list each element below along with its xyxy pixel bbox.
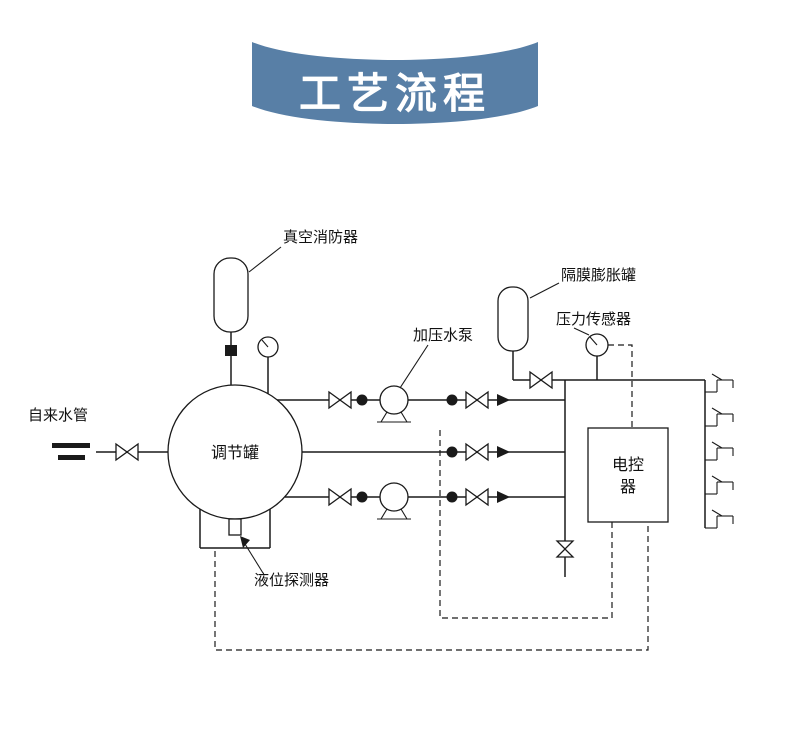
pump-line-top — [277, 385, 565, 423]
pressure-sensor: 压力传感器 — [556, 311, 633, 428]
gauge-needle — [261, 339, 269, 348]
regulating-tank-label: 调节罐 — [211, 444, 259, 462]
level-detector-label: 液位探测器 — [254, 572, 329, 589]
gate-valve — [475, 487, 489, 507]
level-detector-leader-line — [244, 543, 264, 574]
drain-valve — [555, 540, 575, 550]
gauge-needle — [589, 336, 598, 346]
pipe-joint-dot — [446, 394, 458, 406]
vacuum-breaker-leader-line — [248, 246, 282, 273]
level-detector-probe — [228, 518, 242, 536]
faucet-2 — [705, 407, 734, 427]
pump-symbol — [379, 482, 409, 512]
pressure-sensor-leader-line — [573, 327, 590, 336]
gate-valve — [328, 390, 342, 410]
pipe-joint-dot — [446, 446, 458, 458]
gate-valve — [539, 370, 553, 390]
expansion-tank-leader-line — [529, 282, 560, 299]
gate-valve — [465, 487, 479, 507]
faucet-1 — [705, 373, 734, 393]
gate-valve — [115, 442, 129, 462]
inline-valve — [225, 345, 237, 356]
controller-box — [587, 427, 669, 523]
faucet-4 — [705, 475, 734, 495]
pump-leg — [380, 411, 388, 423]
faucet-handle — [711, 475, 723, 483]
pressure-sensor-label: 压力传感器 — [556, 311, 631, 328]
gate-valve — [529, 370, 543, 390]
level-control-wire — [214, 522, 649, 651]
gate-valve — [465, 390, 479, 410]
pump-leg — [400, 411, 408, 423]
banner-ribbon — [252, 42, 538, 124]
gate-valve — [465, 442, 479, 462]
pump-symbol — [379, 385, 409, 415]
gate-valve — [338, 390, 352, 410]
tank-gauge — [257, 336, 279, 394]
pressure-signal-wire — [608, 344, 633, 428]
gate-valve — [338, 487, 352, 507]
booster-pump-callout: 加压水泵 — [399, 327, 473, 389]
tap-water-label: 自来水管 — [28, 407, 88, 424]
vacuum-breaker-label: 真空消防器 — [283, 228, 358, 246]
flow-arrow-icon — [497, 394, 510, 406]
tap-water-inlet: 自来水管 — [28, 407, 168, 462]
expansion-tank-label: 隔膜膨胀罐 — [561, 267, 636, 284]
booster-pump-leader-line — [399, 344, 429, 389]
faucet-3 — [705, 441, 734, 461]
flow-arrow-icon — [497, 446, 510, 458]
drain-valve — [555, 548, 575, 558]
controller-label-line1: 电控 — [612, 456, 644, 474]
faucet-handle — [711, 373, 723, 381]
gate-valve — [475, 442, 489, 462]
pipe-joint-dot — [446, 491, 458, 503]
controller-label-line2: 器 — [620, 478, 636, 496]
pump-control-wire — [439, 430, 613, 619]
vacuum-breaker: 真空消防器 — [213, 228, 358, 392]
bypass-line-middle — [302, 442, 565, 462]
discharge-header — [513, 370, 705, 577]
level-detector: 液位探测器 — [228, 518, 329, 589]
gate-valve — [475, 390, 489, 410]
pump-leg — [400, 508, 408, 520]
gate-valve — [125, 442, 139, 462]
expansion-tank: 隔膜膨胀罐 — [497, 267, 636, 380]
flow-mark-bottom — [58, 455, 85, 460]
banner-title: 工艺流程 — [299, 70, 491, 117]
pump-line-bottom — [285, 482, 565, 520]
gate-valve — [328, 487, 342, 507]
flow-arrow-icon — [497, 491, 510, 503]
faucet-handle — [711, 441, 723, 449]
controller: 电控 器 — [587, 427, 669, 523]
faucet-5 — [705, 509, 734, 529]
flow-mark-top — [52, 443, 90, 448]
expansion-tank-body — [497, 286, 529, 352]
level-detector-arrow-icon — [240, 536, 250, 548]
pipe-joint-dot — [356, 491, 368, 503]
pump-leg — [380, 508, 388, 520]
faucet-riser — [704, 373, 734, 529]
booster-pump-label: 加压水泵 — [413, 327, 473, 344]
pipe-joint-dot — [356, 394, 368, 406]
vacuum-breaker-tank — [213, 257, 249, 333]
faucet-handle — [711, 407, 723, 415]
control-wiring — [214, 430, 649, 651]
banner: 工艺流程 — [252, 42, 538, 124]
faucet-handle — [711, 509, 723, 517]
